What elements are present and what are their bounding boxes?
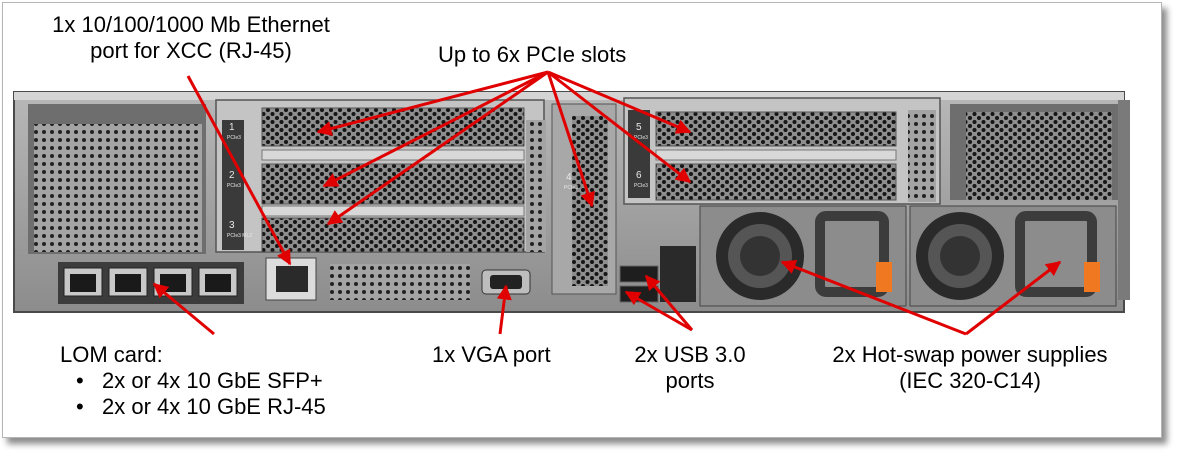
arrow-pcie-2: [322, 70, 549, 188]
slot-number: 2: [229, 170, 235, 181]
arrow-usb-1: [644, 274, 694, 331]
arrow-psu-1: [780, 259, 967, 336]
arrow-pcie-3: [326, 70, 549, 226]
lom-option-rj45: 2x or 4x 10 GbE RJ-45: [60, 394, 326, 420]
slot-type-text: PCIe3: [564, 185, 578, 191]
lom-label: LOM card: 2x or 4x 10 GbE SFP+ 2x or 4x …: [60, 342, 326, 420]
slot-type-text: PCIe3: [634, 135, 648, 141]
slot-number: 5: [636, 122, 642, 133]
left-vent-grille: [28, 104, 206, 254]
lom-options-list: 2x or 4x 10 GbE SFP+ 2x or 4x 10 GbE RJ-…: [60, 368, 326, 420]
callout-arrows: [152, 70, 1062, 336]
right-vent-grille: [950, 104, 1118, 200]
slot-type-text: PCIe3 ML2: [227, 233, 252, 239]
power-supply-1: [699, 205, 907, 307]
arrow-usb-2: [624, 290, 693, 332]
psu-label: 2x Hot-swap power supplies (IEC 320-C14): [800, 342, 1140, 394]
slot-number: 3: [229, 220, 235, 231]
power-supply-2: [909, 205, 1117, 307]
vga-label: 1x VGA port: [432, 342, 551, 367]
riser-cage-left: [215, 99, 546, 253]
arrow-pcie-5: [547, 70, 692, 134]
slot-number: 4: [566, 172, 572, 183]
slot-number: 1: [229, 122, 235, 133]
lom-port-opening: [205, 274, 231, 292]
usb-label-line2: ports: [665, 368, 715, 393]
ethernet-label-line2: port for XCC (RJ-45): [90, 38, 292, 63]
ethernet-label-line1: 1x 10/100/1000 Mb Ethernet: [52, 12, 330, 37]
xcc-rj45-port[interactable]: [276, 266, 308, 292]
psu-label-line1: 2x Hot-swap power supplies: [832, 342, 1108, 367]
arrow-pcie-4: [546, 71, 595, 208]
arrow-lom: [152, 282, 215, 336]
slot-type-text: PCIe3: [227, 135, 241, 141]
lom-option-sfp: 2x or 4x 10 GbE SFP+: [60, 368, 326, 394]
ethernet-label: 1x 10/100/1000 Mb Ethernet port for XCC …: [26, 12, 356, 64]
arrow-pcie-6: [547, 70, 692, 184]
slot-type-text: PCIe3: [634, 183, 648, 189]
slot-type-text: PCIe3: [227, 183, 241, 189]
lom-card: [58, 257, 470, 304]
arrow-vga: [496, 284, 512, 335]
arrow-pcie-1: [316, 70, 549, 136]
lom-port-opening: [160, 274, 186, 292]
arrow-psu-2: [965, 260, 1062, 336]
lom-port-opening: [70, 274, 96, 292]
psu-label-line2: (IEC 320-C14): [899, 368, 1041, 393]
arrow-xcc: [186, 75, 292, 266]
lom-port-opening: [115, 274, 141, 292]
lom-label-title: LOM card:: [60, 342, 163, 367]
slot-number: 6: [636, 170, 642, 181]
riser-cage-right: [623, 97, 941, 205]
pcie-label: Up to 6x PCIe slots: [438, 42, 627, 67]
usb-label: 2x USB 3.0 ports: [620, 342, 760, 394]
riser-slot-4: [551, 103, 617, 295]
usb-label-line1: 2x USB 3.0: [634, 342, 746, 367]
